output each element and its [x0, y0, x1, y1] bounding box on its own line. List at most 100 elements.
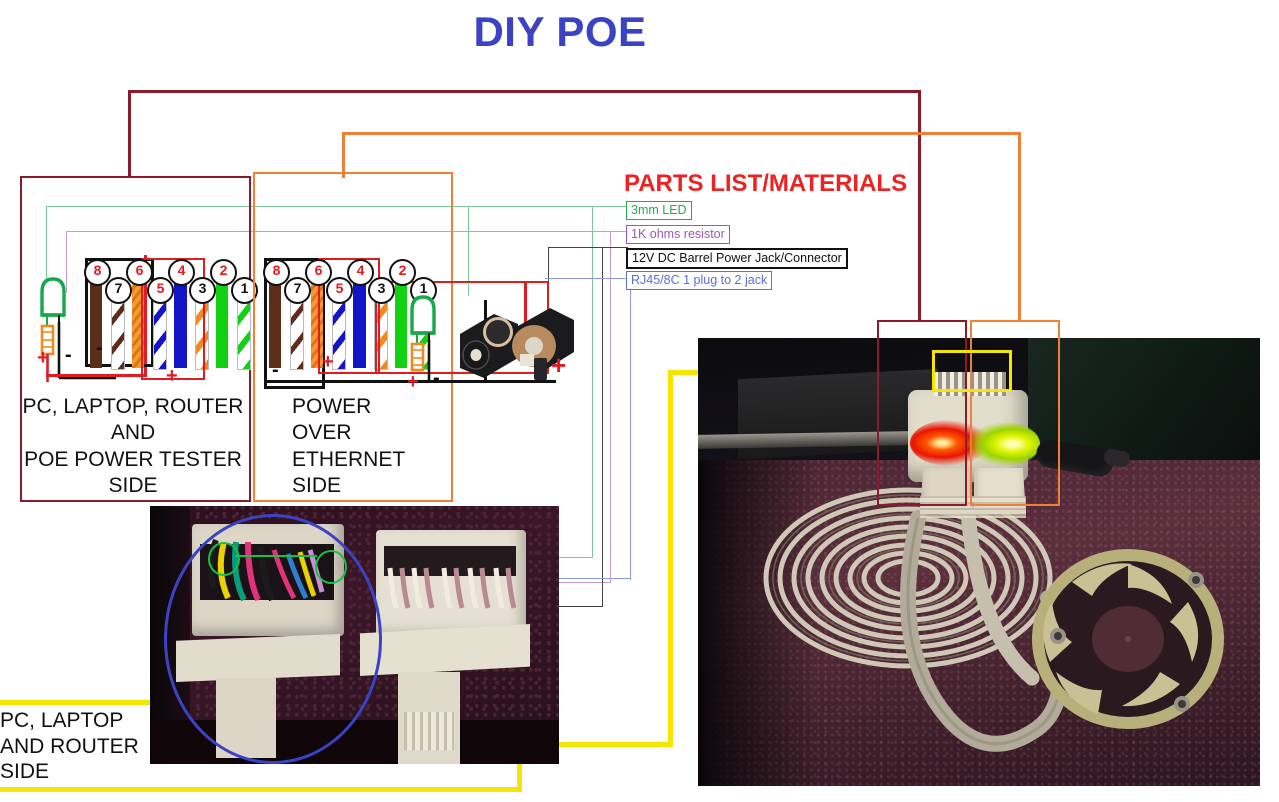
barrel-jack-photo-left: [460, 314, 518, 378]
pin-2-wire-poe: [395, 271, 407, 368]
wire-orange-horizontal-top: [342, 132, 1021, 135]
coiled-ethernet-cable: [763, 487, 1053, 669]
pin-number-6: 6: [126, 259, 153, 286]
right-black-ground-run: [264, 380, 556, 383]
right-black-ground-box: [264, 258, 325, 389]
right-pin45-plus: +: [322, 351, 334, 373]
panel-left-caption: PC, LAPTOP, ROUTER AND POE POWER TESTER …: [22, 394, 244, 500]
parts-list-heading: PARTS LIST/MATERIALS: [624, 170, 908, 197]
leader-rj45-blue-h1: [545, 278, 630, 280]
part-label-led: 3mm LED: [627, 202, 691, 220]
leader-led-green-v2: [592, 206, 594, 558]
left-power-pair-box: [141, 258, 205, 380]
keystone-right-contacts: [404, 712, 454, 750]
photo-right-dark-corner: [698, 460, 818, 786]
pin-7-wire: [111, 288, 125, 370]
barrel-jack-plus-sign: +: [551, 350, 567, 380]
part-item-led: 3mm LED: [626, 201, 692, 221]
leader-resistor-purple-h1: [66, 231, 626, 233]
highlight-box-darkred-pc-side: [877, 320, 967, 506]
pin-2-wire: [216, 271, 228, 368]
left-pin45-plus: +: [166, 365, 178, 387]
pin-4-wire-poe: [353, 271, 366, 368]
left-red-wire-up: [144, 255, 147, 377]
right-led-plus-sign: +: [407, 371, 419, 393]
keystone-right-wires: [387, 567, 517, 609]
part-item-barrel-jack: 12V DC Barrel Power Jack/Connector: [626, 248, 848, 270]
leader-resistor-purple-v2: [610, 231, 612, 583]
wire-yellow-box-bottom: [0, 787, 522, 792]
right-power-pair-box: [318, 258, 380, 374]
pin-5-wire-poe: [332, 288, 346, 370]
highlight-box-orange-poe-side: [970, 320, 1060, 506]
pin-3-wire: [195, 288, 209, 370]
pin-1-wire: [237, 288, 251, 370]
pin-number-7-poe: 7: [284, 277, 311, 304]
pin-8-wire: [90, 271, 102, 368]
pin-number-5: 5: [147, 277, 174, 304]
right-panel-led-resistor-group: [410, 295, 436, 380]
pin-number-8-poe: 8: [263, 259, 290, 286]
part-label-rj45: RJ45/8C 1 plug to 2 jack: [627, 272, 772, 290]
panel-power-over-ethernet: [253, 172, 453, 502]
part-item-resistor: 1K ohms resistor: [626, 225, 730, 245]
pin-7-wire-poe: [290, 288, 304, 370]
fan-grille: [1032, 549, 1224, 729]
pin-6-wire-poe: [311, 271, 323, 368]
panel-right-caption-line-2: OVER: [292, 421, 352, 445]
rj45-plug-ribs: [920, 496, 1026, 518]
wire-yellow-vertical-right: [668, 370, 673, 747]
panel-left-caption-line-3: POE POWER TESTER: [24, 447, 242, 471]
pin-number-3-poe: 3: [368, 277, 395, 304]
keystone-jack-right-base: [360, 624, 530, 676]
left-red-wire-down: [46, 374, 146, 377]
pin-number-2-poe: 2: [389, 259, 416, 286]
photo-bottom-left-caption: PC, LAPTOP AND ROUTER SIDE: [0, 708, 150, 785]
part-label-resistor: 1K ohms resistor: [627, 226, 729, 244]
photo-caption-line-2: AND ROUTER: [0, 734, 139, 758]
highlight-box-yellow-rj45: [932, 350, 1012, 392]
right-pin78-minus: -: [272, 359, 279, 381]
panel-right-caption-line-3: ETHERNET: [292, 447, 406, 471]
panel-left-caption-line-4: SIDE: [108, 474, 158, 498]
photo-caption-line-3: SIDE: [0, 760, 50, 784]
left-pin-column-group: [85, 263, 251, 373]
leader-rj45-blue-v2: [630, 278, 632, 580]
photo-keystone-jacks: [150, 506, 559, 764]
leader-led-green-v: [46, 206, 48, 284]
pin-number-4-poe: 4: [347, 259, 374, 286]
left-pin78-minus: -: [96, 337, 103, 359]
blue-ellipse-annotation: [164, 514, 382, 764]
photo-poe-splitter-lit: [698, 338, 1260, 786]
panel-right-caption-line-4: SIDE: [292, 474, 342, 498]
photo-caption-line-1: PC, LAPTOP: [0, 709, 124, 732]
panel-right-caption-line-1: POWER: [292, 395, 372, 418]
wire-darkred-horizontal-top: [128, 90, 921, 93]
pin-5-wire: [153, 288, 167, 370]
pin-8-wire-poe: [269, 271, 281, 368]
left-led-minus-sign: -: [65, 344, 72, 366]
part-label-barrel-jack: 12V DC Barrel Power Jack/Connector: [628, 250, 846, 268]
pin-number-4: 4: [168, 259, 195, 286]
leader-jack-black-h1: [548, 247, 628, 249]
pin-number-6-poe: 6: [305, 259, 332, 286]
pin-3-wire-poe: [374, 288, 388, 370]
wire-orange-vertical-right: [1018, 132, 1021, 322]
page-title: DIY POE: [473, 8, 647, 55]
wire-darkred-vertical-left: [128, 90, 131, 178]
barrel-jack-minus-sign: -: [544, 364, 553, 394]
left-panel-led-resistor-group: [40, 277, 116, 382]
wire-yellow-horizontal-mid: [517, 742, 673, 747]
leader-resistor-purple-v: [66, 231, 68, 293]
pin-number-8: 8: [84, 259, 111, 286]
left-led-plus-sign: +: [37, 347, 49, 369]
leader-led-green-h1: [46, 206, 626, 208]
pin-number-5-poe: 5: [326, 277, 353, 304]
part-item-rj45: RJ45/8C 1 plug to 2 jack: [626, 271, 773, 291]
panel-right-caption: POWER OVER ETHERNET SIDE: [292, 394, 442, 500]
barrel-jack-photo-right: [512, 308, 574, 380]
leader-jack-black-v2: [602, 247, 604, 607]
pin-4-wire: [174, 271, 187, 368]
panel-left-caption-line-2: AND: [110, 421, 156, 445]
led-green-glow: [968, 422, 1040, 466]
